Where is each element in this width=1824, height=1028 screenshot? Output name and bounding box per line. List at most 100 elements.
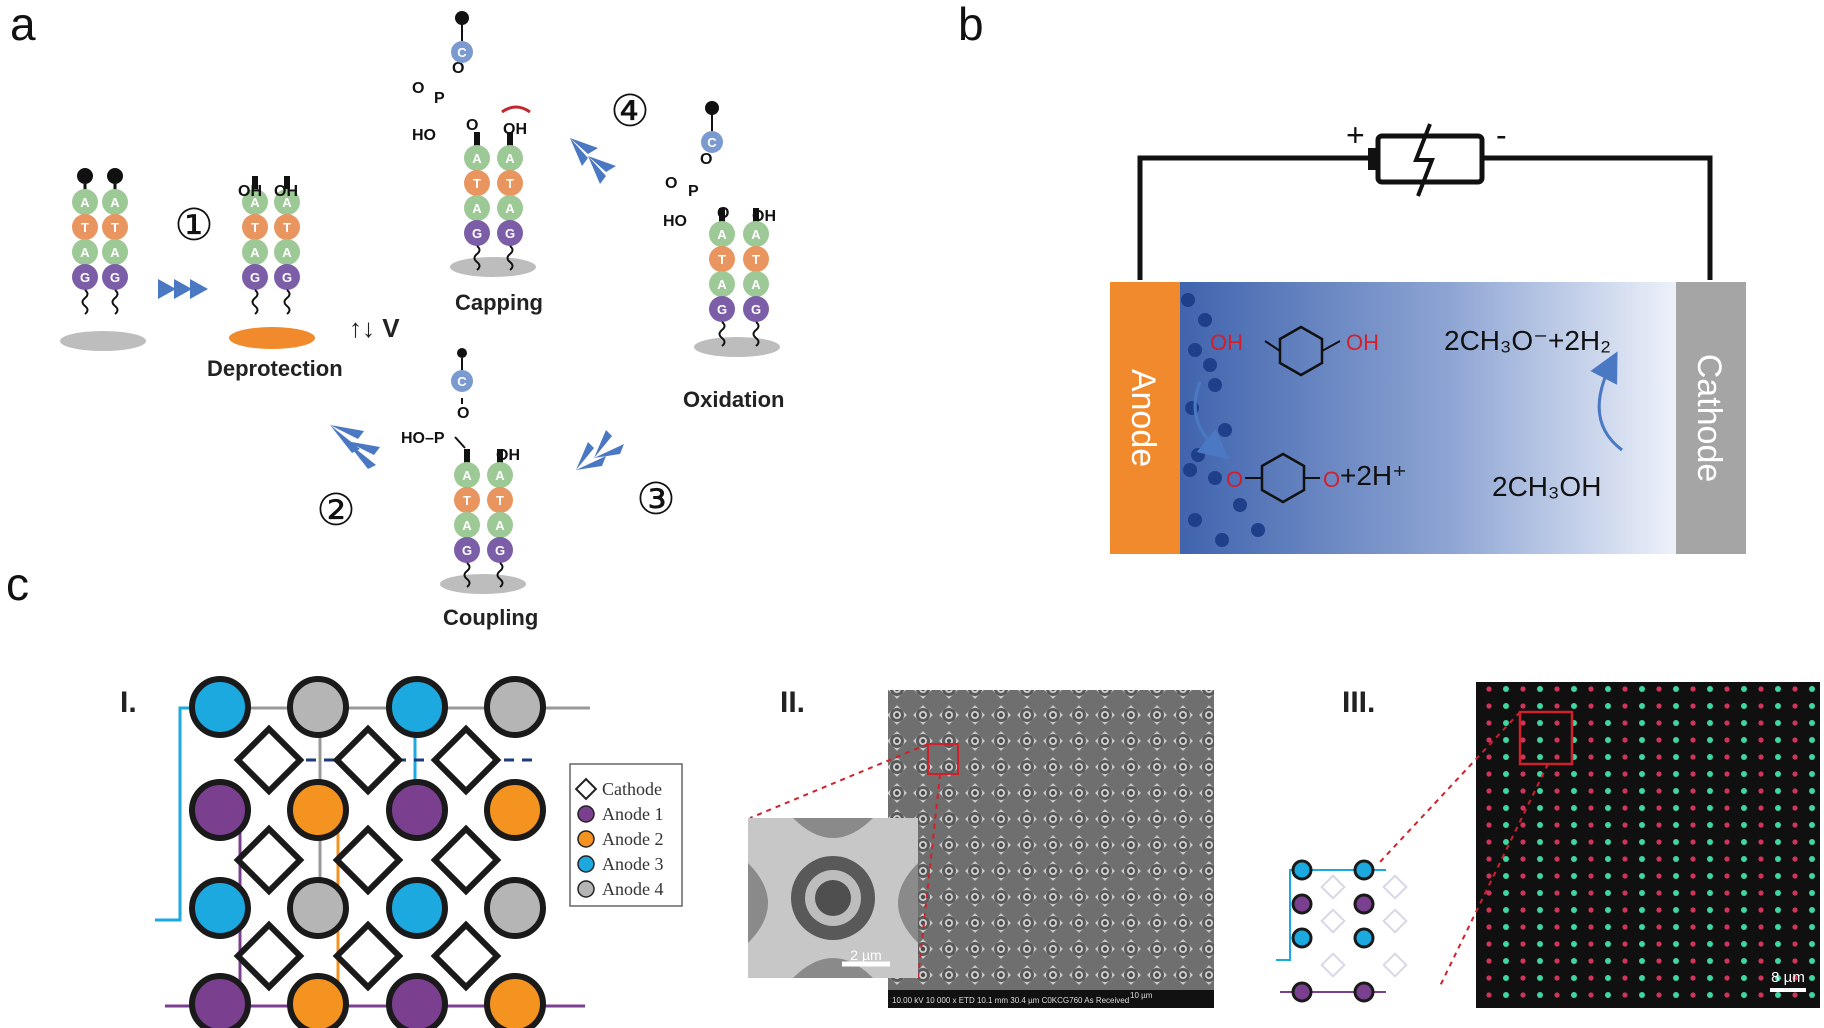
nucleotide-A xyxy=(487,512,513,538)
mini-cathode-electrode xyxy=(1382,952,1408,978)
mini-anode-electrode xyxy=(1291,981,1313,1003)
anode-2-electrode xyxy=(287,779,349,841)
o-label: O xyxy=(412,80,424,97)
nucleotide-letter: A xyxy=(495,518,505,533)
cathode-label: Cathode xyxy=(1690,354,1728,483)
mini-cathode-electrode xyxy=(1382,908,1408,934)
step-arrow-4 xyxy=(570,138,616,184)
anode-4-electrode xyxy=(287,676,349,738)
nucleotide-A xyxy=(497,195,523,221)
nucleotide-A xyxy=(454,512,480,538)
cathode-electrode xyxy=(1676,282,1746,554)
nucleotide-A xyxy=(72,239,98,265)
cathode-electrode xyxy=(233,920,305,992)
minus-sign: - xyxy=(1496,117,1507,153)
caption-deprotection: Deprotection xyxy=(207,356,343,381)
cathode-electrode xyxy=(430,824,502,896)
electrolyte xyxy=(1178,282,1678,554)
nucleotide-G xyxy=(743,296,769,322)
ho-label: HO xyxy=(412,127,436,144)
mini-cathode-electrode xyxy=(1320,952,1346,978)
nucleotide-T xyxy=(709,246,735,272)
nucleotide-letter: T xyxy=(496,493,504,508)
anode-label: Anode xyxy=(1124,369,1162,467)
proton-dot xyxy=(1203,358,1217,372)
nucleotide-letter: A xyxy=(282,195,292,210)
nucleotide-A xyxy=(454,462,480,488)
nucleotide-G xyxy=(242,264,268,290)
protons-text: +2H⁺ xyxy=(1340,460,1407,491)
methoxide-products: 2CH₃O⁻+2H₂ xyxy=(1444,325,1611,356)
nucleotide-letter: A xyxy=(505,201,515,216)
o-label: O xyxy=(452,60,464,77)
panel-label-c: c xyxy=(6,558,29,610)
nucleotide-A xyxy=(464,145,490,171)
nucleotide-A xyxy=(242,189,268,215)
nucleotide-G xyxy=(102,264,128,290)
mini-anode-electrode xyxy=(1291,927,1313,949)
nucleotide-letter: G xyxy=(751,302,761,317)
mini-cathode-electrode xyxy=(1320,908,1346,934)
nucleotide-A xyxy=(242,239,268,265)
proton-dot xyxy=(1198,313,1212,327)
nucleotide-G xyxy=(72,264,98,290)
sem-image: 10.00 kV 10 000 x ETD 10.1 mm 30.4 µm C0… xyxy=(748,690,1214,1008)
anode-4-electrode xyxy=(484,877,546,939)
nucleotide-A xyxy=(102,239,128,265)
nucleotide-letter: G xyxy=(495,543,505,558)
sub-label-III: III. xyxy=(1342,686,1375,719)
cathode-electrode xyxy=(430,724,502,796)
nucleotide-G xyxy=(709,296,735,322)
legend-label: Cathode xyxy=(602,779,662,799)
caption-oxidation: Oxidation xyxy=(683,387,784,412)
step-number-1: ① xyxy=(174,200,213,251)
caption-capping: Capping xyxy=(455,290,543,315)
oh-label: OH xyxy=(238,183,262,200)
legend-anode-icon xyxy=(577,805,595,823)
anode-electrode xyxy=(1110,282,1180,554)
c-base: C xyxy=(707,135,717,150)
wire-cathode xyxy=(1480,155,1713,280)
step-number-4: ④ xyxy=(610,86,649,137)
nucleotide-letter: A xyxy=(80,245,90,260)
mini-cathode-electrode xyxy=(1382,874,1408,900)
p-label: P xyxy=(688,183,699,200)
anode-2-electrode xyxy=(484,973,546,1028)
electrode-layout xyxy=(155,676,590,1028)
oh-label: OH xyxy=(274,183,298,200)
sem-scale-main: 10 µm xyxy=(1130,991,1153,1000)
nucleotide-letter: T xyxy=(463,493,471,508)
o-label: O xyxy=(466,117,478,134)
anode-4-electrode xyxy=(484,676,546,738)
nucleotide-letter: G xyxy=(80,270,90,285)
cathode-electrode xyxy=(332,920,404,992)
nucleotide-letter: A xyxy=(472,201,482,216)
proton-dot xyxy=(1218,423,1232,437)
nucleotide-A xyxy=(709,221,735,247)
ho-label: HO xyxy=(663,213,687,230)
proton-dot xyxy=(1183,463,1197,477)
nucleotide-letter: A xyxy=(505,151,515,166)
nucleotide-A xyxy=(497,145,523,171)
nucleotide-letter: A xyxy=(282,245,292,260)
nucleotide-letter: A xyxy=(462,468,472,483)
nucleotide-letter: T xyxy=(506,176,514,191)
hydroquinone-oh-right: OH xyxy=(1346,330,1379,355)
nucleotide-letter: G xyxy=(472,226,482,241)
oh-label: OH xyxy=(503,121,527,138)
legend-label: Anode 2 xyxy=(602,829,664,849)
anode-3-electrode xyxy=(189,676,251,738)
nucleotide-G xyxy=(497,220,523,246)
mini-anode-electrode xyxy=(1291,893,1313,915)
proton-dot xyxy=(1233,498,1247,512)
nucleotide-A xyxy=(72,189,98,215)
nucleotide-A xyxy=(102,189,128,215)
panel-label-b: b xyxy=(958,0,984,50)
anode-2-electrode xyxy=(484,779,546,841)
nucleotide-letter: G xyxy=(250,270,260,285)
